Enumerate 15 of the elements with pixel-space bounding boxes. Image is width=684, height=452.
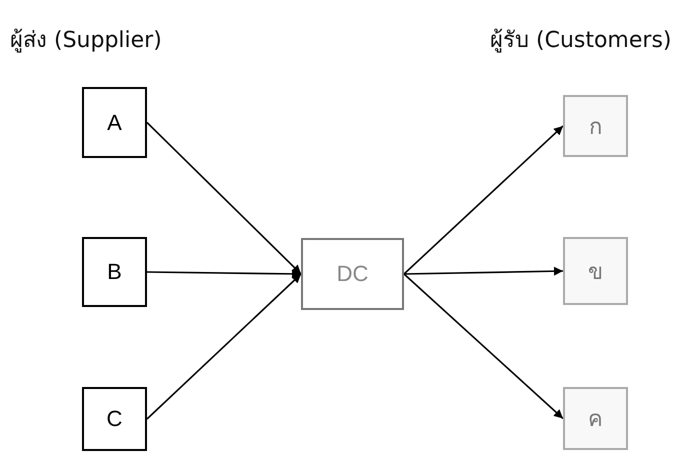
- customer-box: ค: [563, 387, 628, 450]
- arrow: [404, 266, 564, 276]
- supplier-box: A: [82, 87, 147, 158]
- column-heading: ผู้รับ (Customers): [490, 27, 672, 55]
- distribution-center-box: DC: [301, 238, 404, 310]
- arrow: [403, 125, 564, 275]
- column-heading: ผู้ส่ง (Supplier): [10, 27, 162, 55]
- arrow: [146, 122, 302, 275]
- supplier-box: C: [82, 387, 147, 451]
- customer-box: ก: [563, 95, 628, 157]
- customer-box: ข: [563, 237, 628, 305]
- arrow: [403, 273, 564, 420]
- arrow: [146, 273, 302, 420]
- supplier-box: B: [82, 237, 147, 307]
- arrow: [147, 269, 301, 278]
